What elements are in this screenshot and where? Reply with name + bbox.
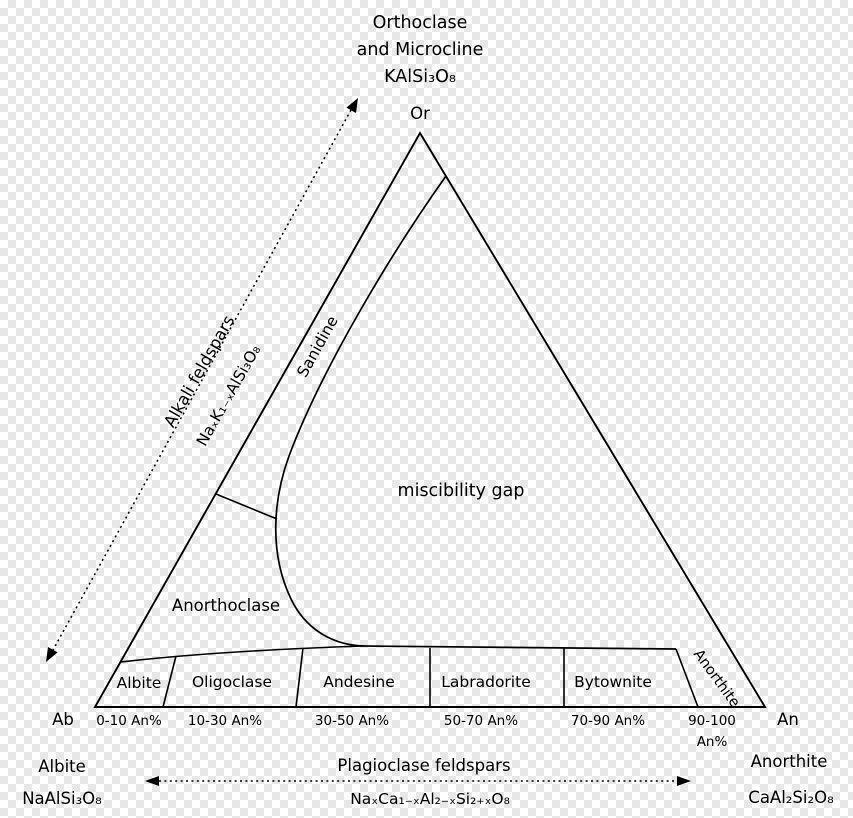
anorthoclase-plagioclase-boundary [120, 645, 365, 663]
region-oligoclase: Oligoclase [192, 673, 272, 691]
plagioclase-feldspar-arrow [145, 776, 691, 786]
mineral-albite-formula: NaAlSi₃O₈ [22, 789, 102, 808]
mineral-anorthite-name: Anorthite [751, 752, 828, 771]
plagioclase-axis-label: Plagioclase feldspars [337, 756, 510, 775]
an-range-10-30: 10-30 An% [188, 713, 262, 729]
region-bytownite: Bytownite [574, 673, 652, 691]
arrowhead-down-icon [46, 647, 58, 662]
title-line2: and Microcline [357, 40, 484, 60]
region-sanidine: Sanidine [294, 313, 342, 380]
alkali-feldspar-arrow [46, 98, 358, 662]
vertex-label-or: Or [410, 104, 430, 123]
mineral-albite-name: Albite [38, 757, 86, 776]
mineral-anorthite-formula: CaAl₂Si₂O₈ [748, 788, 834, 807]
region-albite: Albite [117, 674, 162, 692]
vertex-label-ab: Ab [52, 710, 74, 729]
an-range-70-90: 70-90 An% [571, 713, 645, 729]
an-range-50-70: 50-70 An% [444, 713, 518, 729]
region-labradorite: Labradorite [441, 673, 530, 691]
an-range-30-50: 30-50 An% [315, 713, 389, 729]
vertex-label-an: An [777, 710, 799, 729]
triangle-outline [93, 131, 767, 708]
separator-an10 [162, 655, 177, 708]
region-anorthoclase: Anorthoclase [172, 596, 280, 615]
an-range-90-100-unit: An% [697, 734, 728, 750]
title-formula: KAlSi₃O₈ [384, 67, 456, 87]
plagioclase-axis-formula: NaₓCa₁₋ₓAl₂₋ₓSi₂₊ₓO₈ [350, 790, 510, 808]
region-miscibility-gap: miscibility gap [398, 481, 525, 501]
arrowhead-right-icon [677, 776, 691, 786]
an-range-0-10: 0-10 An% [96, 713, 162, 729]
title-line1: Orthoclase [373, 13, 468, 33]
arrowhead-up-icon [346, 98, 358, 113]
region-andesine: Andesine [323, 673, 395, 691]
arrowhead-left-icon [145, 776, 159, 786]
separator-an30 [295, 647, 304, 708]
separator-an90 [675, 648, 699, 708]
alkali-arrow-line [52, 109, 352, 651]
an-range-90-100: 90-100 [688, 713, 736, 729]
miscibility-gap-boundary-curve [274, 175, 677, 650]
sanidine-anorthoclase-boundary [215, 493, 278, 520]
